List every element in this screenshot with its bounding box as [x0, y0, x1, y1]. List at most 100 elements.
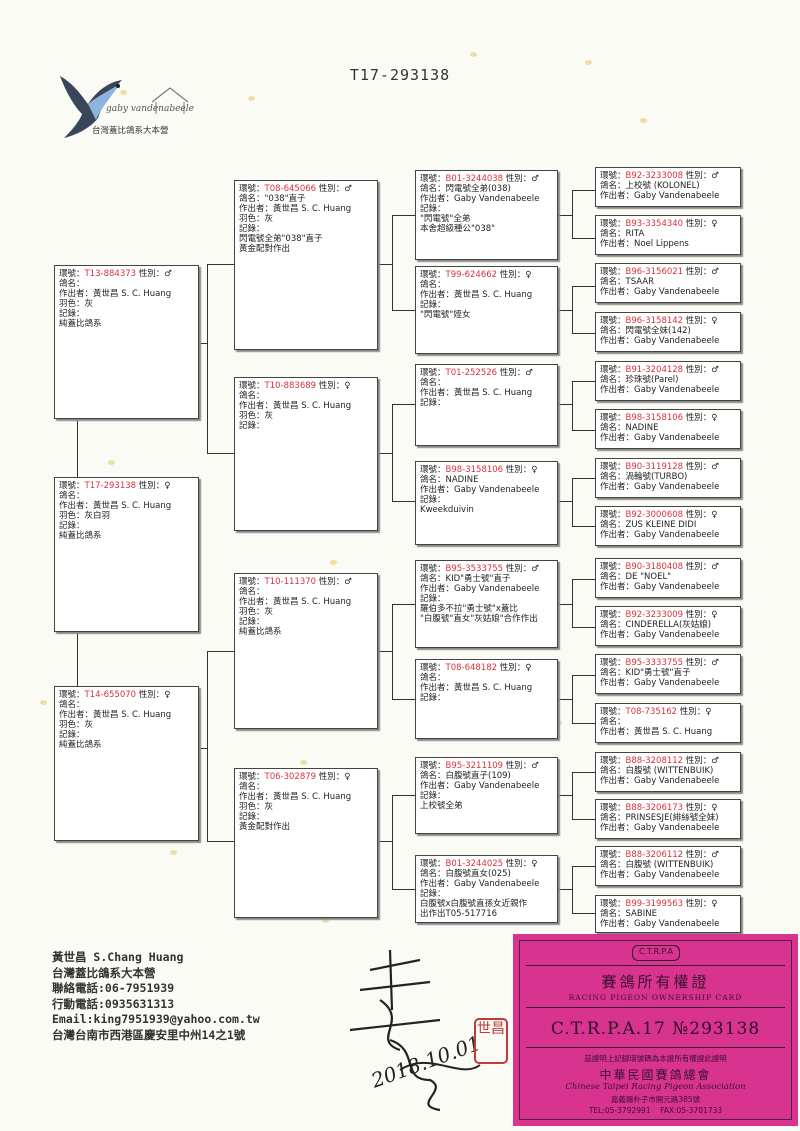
pedigree-field: 鴿名：閃電號全妹(142): [600, 326, 691, 336]
pedigree-field: 作出者：Gaby Vandenabeele: [420, 194, 540, 204]
gen5-card-15: 環號：B88-3206112 性別：♂鴿名：白腹號 (WITTENBUIK)作出…: [595, 846, 741, 886]
sex-field: 性別：♀: [503, 465, 538, 475]
sex-field: 性別：♂: [683, 658, 719, 668]
ring-label: 環號：: [59, 690, 85, 700]
ring-number: B95-3211109: [445, 761, 504, 771]
sex-field: 性別：♀: [677, 707, 712, 717]
pedigree-field: 作出者：Gaby Vandenabeele: [600, 433, 720, 443]
pedigree-field: 鴿名：SABINE: [600, 909, 657, 919]
ring-number: T17-293138: [84, 481, 137, 491]
pedigree-field: 鴿名：: [59, 279, 85, 289]
pedigree-field: 羽色：灰白羽: [59, 511, 111, 521]
owner-email: Email:king7951939@yahoo.com.tw: [52, 1012, 260, 1027]
sex-field: 性別：♀: [316, 381, 351, 391]
ring-number: T01-252526: [445, 368, 498, 378]
ring-number-line: 環號：T14-655070 性別：♀: [59, 690, 194, 700]
dam-card: 環號：T14-655070 性別：♀鴿名：作出者：黃世昌 S. C. Huang…: [54, 686, 199, 841]
ring-label: 環號：: [239, 381, 265, 391]
ring-number: B98-3158106: [625, 413, 684, 423]
gen4-card-2: 環號：T99-624662 性別：♀鴿名：作出者：黃世昌 S. C. Huang…: [415, 266, 558, 354]
pedigree-field: 黃金配對作出: [239, 822, 291, 832]
sex-field: 性別：♂: [683, 850, 719, 860]
ring-label: 環號：: [59, 481, 85, 491]
ring-number-line: 環號：B88-3206173 性別：♀: [600, 803, 736, 813]
ring-label: 環號：: [420, 761, 446, 771]
pedigree-field: 記錄：: [239, 617, 265, 627]
pedigree-field: 鴿名：閃電號全弟(038): [420, 184, 511, 194]
ring-number: T14-655070: [84, 690, 137, 700]
pedigree-field: 作出者：Gaby Vandenabeele: [600, 336, 720, 346]
pedigree-field: 黃金配對作出: [239, 244, 291, 254]
ring-number: T08-735162: [625, 707, 678, 717]
page-title: T17-293138: [349, 66, 451, 84]
pedigree-field: 作出者：黃世昌 S. C. Huang: [420, 388, 533, 398]
pedigree-field: 作出者：Gaby Vandenabeele: [600, 776, 720, 786]
sex-field: 性別：♀: [683, 413, 718, 423]
pedigree-field: 作出者：Gaby Vandenabeele: [600, 823, 720, 833]
ring-number: B92-3000608: [625, 510, 684, 520]
pedigree-field: 作出者：黃世昌 S. C. Huang: [239, 597, 352, 607]
pedigree-field: "閃電號"姪女: [420, 310, 471, 320]
ring-number: B88-3206173: [625, 803, 684, 813]
pedigree-field: 鴿名：白腹號 (WITTENBUIK): [600, 860, 714, 870]
pedigree-field: 羽色：灰: [239, 802, 274, 812]
pedigree-field: 記錄：: [420, 398, 446, 408]
pedigree-field: 白腹號x白腹號直孫女近親作: [420, 899, 528, 909]
pedigree-field: 作出者：黃世昌 S. C. Huang: [239, 401, 352, 411]
ring-number-line: 環號：B95-3211109 性別：♂: [420, 761, 553, 771]
ring-label: 環號：: [600, 610, 626, 620]
ring-number: B93-3354340: [625, 219, 684, 229]
pedigree-field: 作出者：Gaby Vandenabeele: [600, 678, 720, 688]
pedigree-field: 記錄：: [420, 693, 446, 703]
sex-field: 性別：♀: [136, 481, 171, 491]
ring-number-line: 環號：T06-302879 性別：♀: [239, 772, 373, 782]
card-address: 嘉義縣朴子市開元路385號: [610, 1095, 701, 1104]
grandsire-maternal-card: 環號：T10-111370 性別：♂鴿名：作出者：黃世昌 S. C. Huang…: [234, 573, 378, 729]
ring-label: 環號：: [420, 564, 446, 574]
owner-mobile: 行動電話:0935631313: [52, 996, 175, 1011]
pedigree-field: 鴿名：: [420, 378, 446, 388]
ring-label: 環號：: [600, 316, 626, 326]
pedigree-field: 鴿名：PRINSESJE(緋絲號全妹): [600, 813, 719, 823]
pedigree-field: 鴿名：: [239, 587, 265, 597]
pedigree-field: 鴿名：: [239, 391, 265, 401]
card-title-en: RACING PIGEON OWNERSHIP CARD: [568, 993, 743, 1002]
pedigree-field: Kweekduivin: [420, 505, 474, 515]
card-statement: 茲證明上記腳環號碼為本證所有權證此證明: [584, 1054, 727, 1063]
ring-number-line: 環號：T08-735162 性別：♀: [600, 707, 736, 717]
gen5-card-4: 環號：B96-3158142 性別：♀鴿名：閃電號全妹(142)作出者：Gaby…: [595, 312, 741, 352]
owner-info: 黃世昌 S.Chang Huang 台灣蓋比鴿系大本營 聯絡電話:06-7951…: [52, 950, 260, 1044]
gen5-card-7: 環號：B90-3119128 性別：♂鴿名：渦輪號(TURBO)作出者：Gaby…: [595, 458, 741, 498]
ring-label: 環號：: [420, 174, 446, 184]
pedigree-field: 作出者：黃世昌 S. C. Huang: [239, 204, 352, 214]
pedigree-field: 作出者：Gaby Vandenabeele: [600, 919, 720, 929]
ring-label: 環號：: [420, 270, 446, 280]
ring-label: 環號：: [59, 269, 85, 279]
pedigree-field: 鴿名：: [420, 280, 446, 290]
ring-number: B91-3204128: [625, 365, 684, 375]
gen5-card-5: 環號：B91-3204128 性別：♂鴿名：珍珠號(Parel)作出者：Gaby…: [595, 361, 741, 401]
pedigree-field: 記錄：: [420, 300, 446, 310]
ring-number-line: 環號：B96-3156021 性別：♂: [600, 267, 736, 277]
sex-field: 性別：♂: [683, 365, 719, 375]
gen4-card-5: 環號：B95-3533755 性別：♂鴿名：KID"勇士號"直子作出者：Gaby…: [415, 560, 558, 648]
pedigree-field: 鴿名：渦輪號(TURBO): [600, 472, 688, 482]
pedigree-field: 記錄：: [239, 812, 265, 822]
pedigree-field: 記錄：: [420, 594, 446, 604]
sex-field: 性別：♀: [683, 803, 718, 813]
pedigree-field: 羽色：灰: [59, 299, 94, 309]
pedigree-field: 記錄：: [420, 889, 446, 899]
sex-field: 性別：♂: [683, 171, 719, 181]
card-code: C.T.R.P.A.17: [550, 1019, 666, 1039]
ring-number: B92-3233009: [625, 610, 684, 620]
ring-label: 環號：: [600, 707, 626, 717]
gen5-card-10: 環號：B92-3233009 性別：♀鴿名：CINDERELLA(灰姑娘)作出者…: [595, 606, 741, 646]
ring-number-line: 環號：B90-3180408 性別：♂: [600, 562, 736, 572]
sex-field: 性別：♂: [503, 564, 539, 574]
pedigree-field: 記錄：: [59, 521, 85, 531]
pedigree-field: 作出者：黃世昌 S. C. Huang: [420, 290, 533, 300]
